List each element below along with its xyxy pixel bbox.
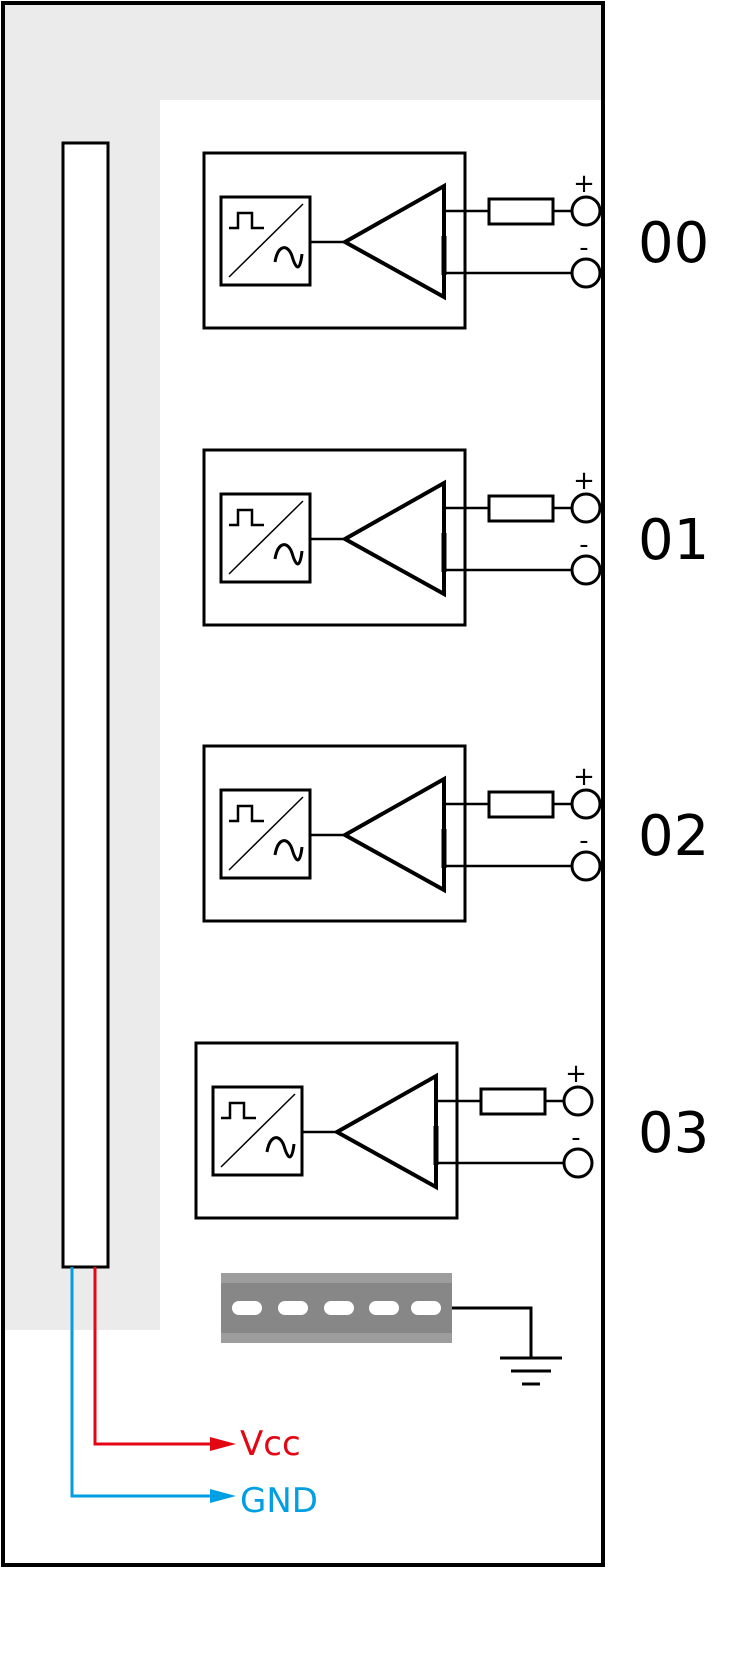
internal-bus-bar xyxy=(61,141,110,1269)
ground-wire xyxy=(452,1306,533,1358)
terminal-plus-label: + xyxy=(565,1059,587,1089)
terminal-plus-label: + xyxy=(573,466,595,496)
channel-00: + - 00 xyxy=(202,151,709,330)
module-frame-border xyxy=(1,1,605,1567)
ground-icon xyxy=(500,1356,562,1386)
channel-label: 01 xyxy=(638,508,709,573)
terminal-minus-icon xyxy=(570,257,602,289)
dac-converter-icon xyxy=(211,1085,304,1177)
vcc-arrow-icon xyxy=(210,1437,236,1451)
dac-converter-icon xyxy=(219,788,312,880)
resistor-icon xyxy=(487,790,555,819)
terminal-plus-icon xyxy=(570,788,602,820)
terminal-plus-icon xyxy=(570,195,602,227)
module-housing-shade xyxy=(5,5,601,1330)
channel-01: + - 01 xyxy=(202,448,709,627)
vcc-label: Vcc xyxy=(240,1424,301,1464)
gnd-wire xyxy=(70,1267,215,1498)
channel-02: + - 02 xyxy=(202,744,709,923)
resistor-icon xyxy=(487,197,555,226)
channel-label: 03 xyxy=(638,1101,709,1166)
terminal-minus-icon xyxy=(570,554,602,586)
terminal-minus-label: - xyxy=(579,826,588,856)
channel-label: 00 xyxy=(638,211,709,276)
gnd-label: GND xyxy=(240,1481,318,1521)
terminal-minus-label: - xyxy=(579,530,588,560)
terminal-plus-label: + xyxy=(573,169,595,199)
dac-converter-icon xyxy=(219,195,312,287)
din-rail-icon xyxy=(221,1273,452,1343)
terminal-plus-icon xyxy=(562,1085,594,1117)
terminal-minus-icon xyxy=(570,850,602,882)
resistor-icon xyxy=(487,494,555,523)
channel-03: + - 03 xyxy=(194,1041,709,1220)
terminal-minus-label: - xyxy=(579,233,588,263)
terminal-plus-label: + xyxy=(573,762,595,792)
vcc-wire xyxy=(93,1267,215,1446)
channel-group: + - 00 + - 01 + - 02 + - 03 xyxy=(194,151,709,1220)
channel-label: 02 xyxy=(638,804,709,869)
gnd-arrow-icon xyxy=(210,1489,236,1503)
terminal-minus-label: - xyxy=(571,1123,580,1153)
dac-converter-icon xyxy=(219,492,312,584)
resistor-icon xyxy=(479,1087,547,1116)
terminal-plus-icon xyxy=(570,492,602,524)
terminal-minus-icon xyxy=(562,1147,594,1179)
